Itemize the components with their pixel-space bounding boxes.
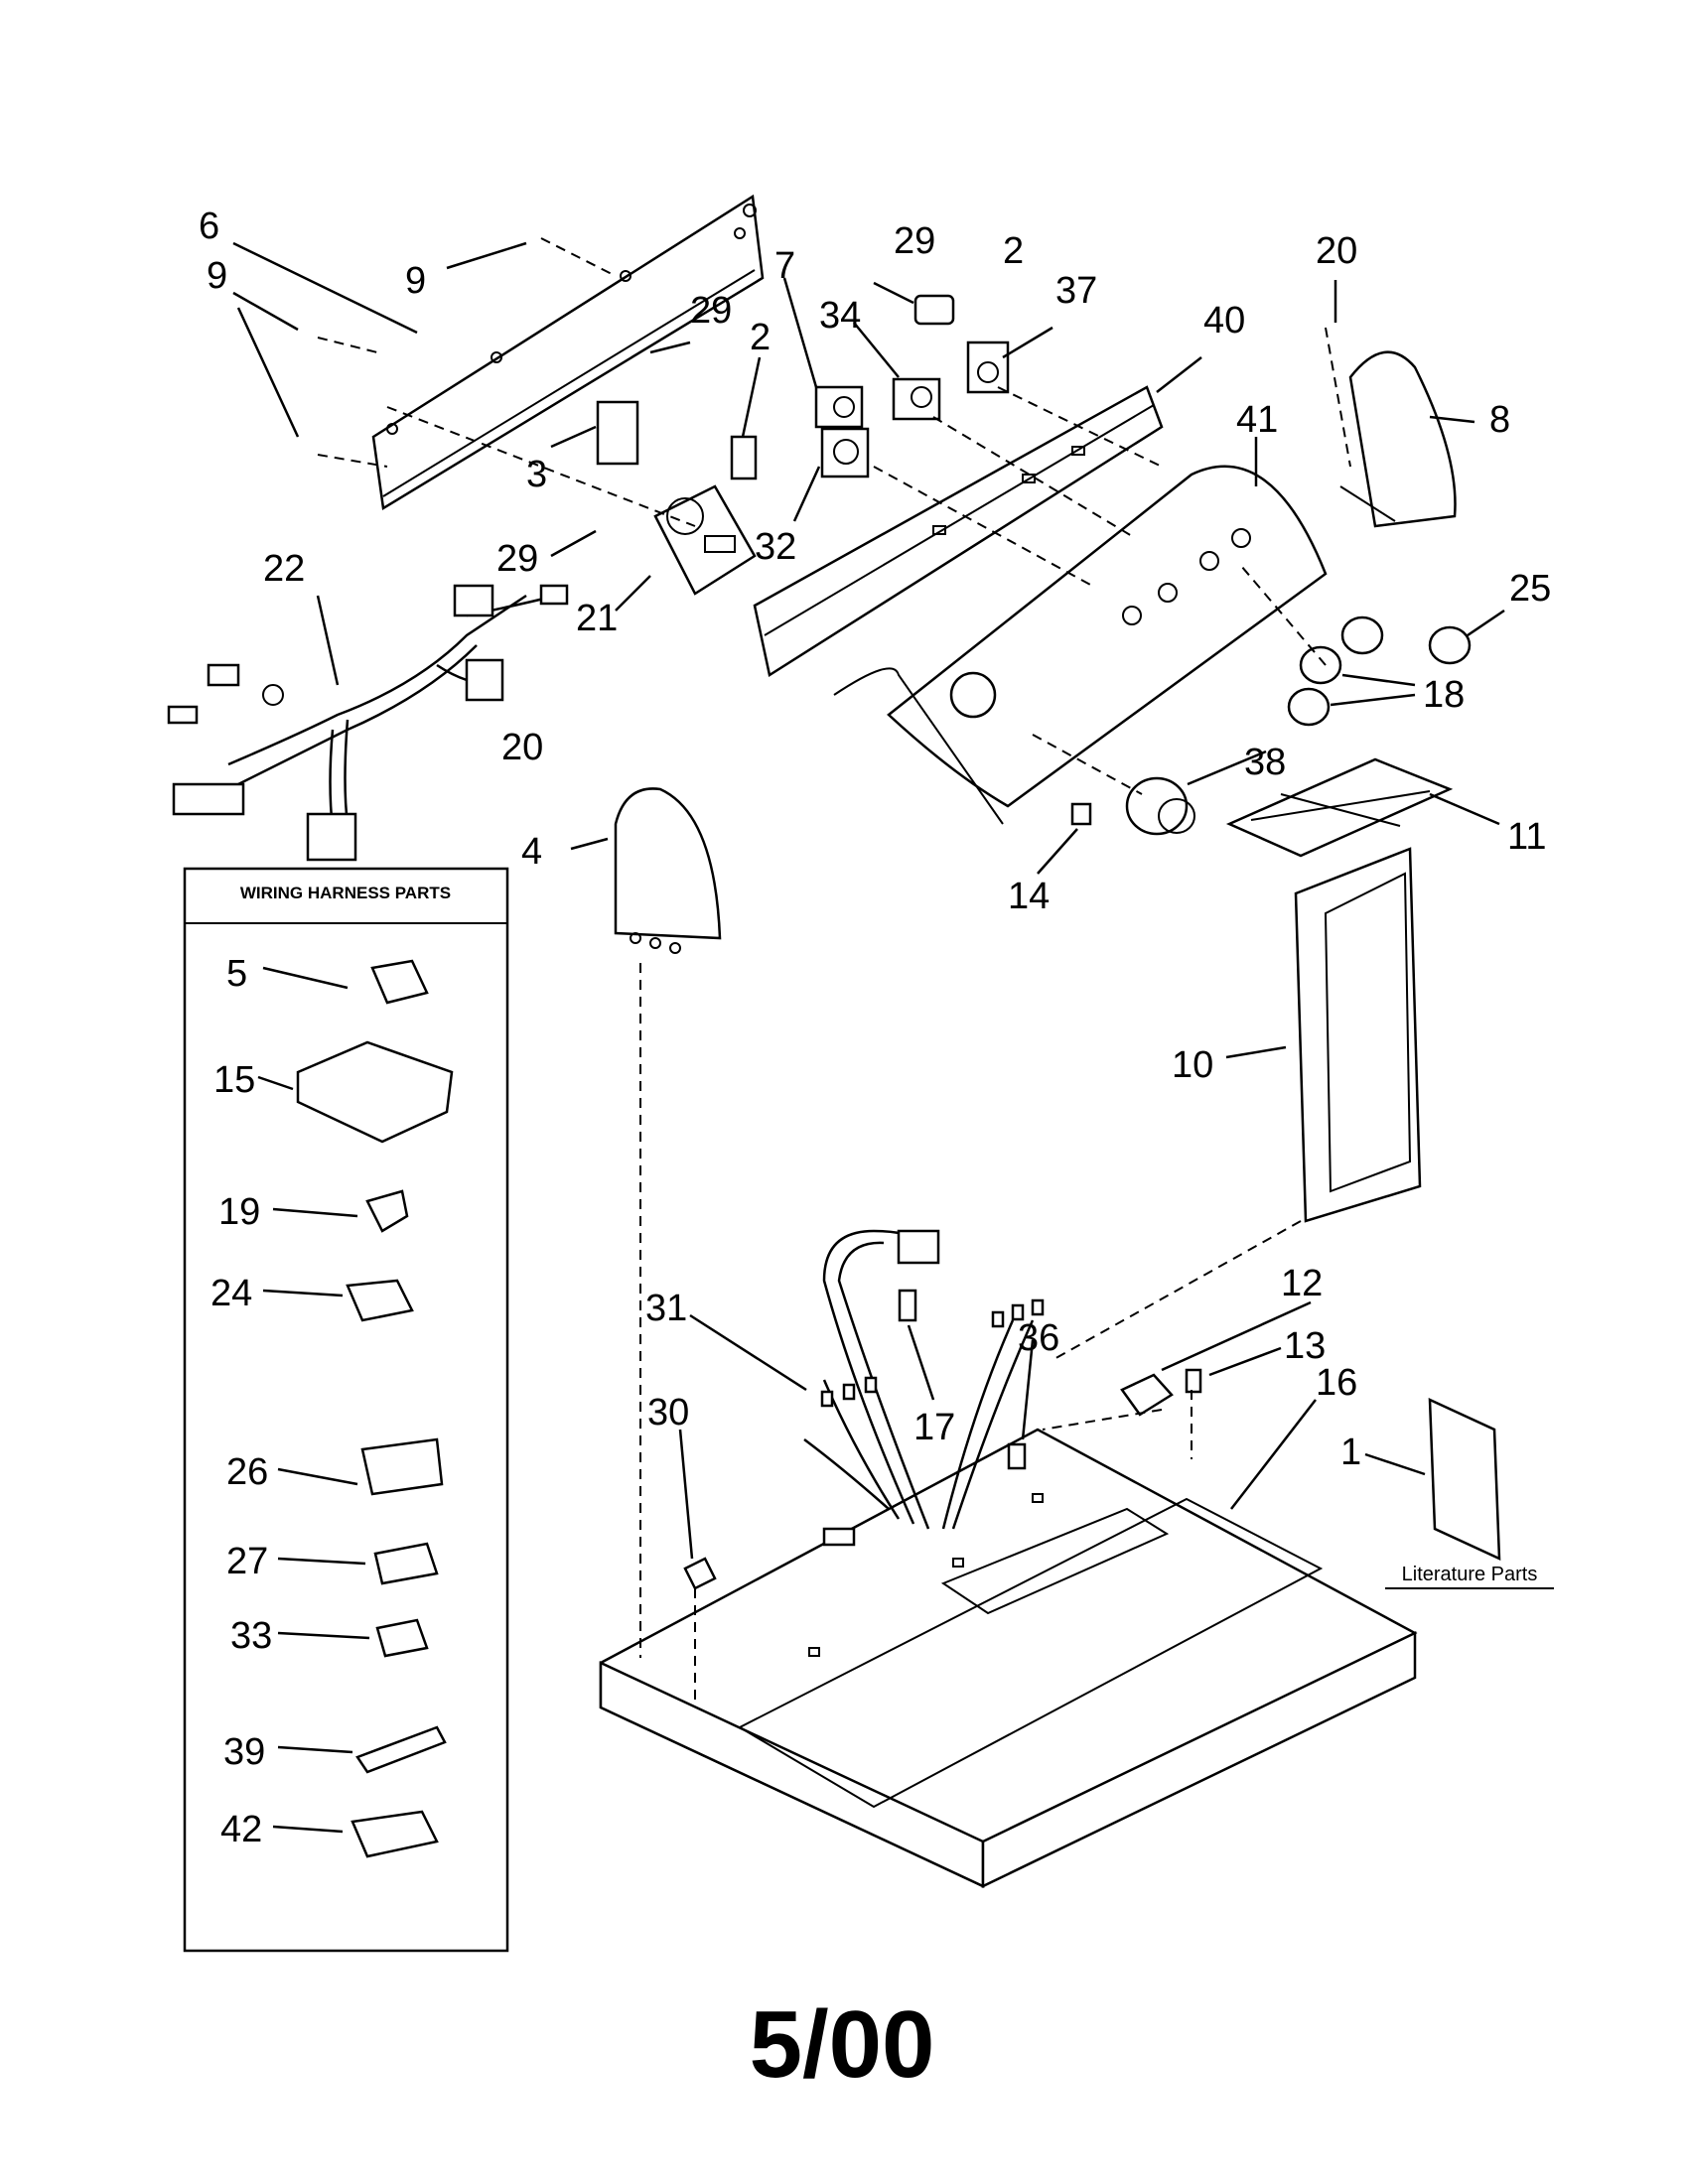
callout-7: 7 [774,245,795,287]
callout-15: 15 [213,1059,255,1101]
callout-37: 37 [1055,270,1097,312]
callout-3: 3 [526,454,547,495]
literature-label: Literature Parts [1402,1564,1538,1585]
part-18-knobs [1287,615,1384,727]
part-33-connector [375,1618,429,1658]
part-4-endcap [614,787,722,954]
callout-31: 31 [645,1288,687,1329]
callout-40: 40 [1203,300,1245,341]
part-1-literature [1428,1398,1501,1561]
part-31-wire-bundle [803,1229,1045,1547]
callout-6: 6 [199,205,219,247]
part-5-connector [370,959,429,1005]
callout-20: 20 [501,727,543,768]
callout-29: 29 [690,290,732,332]
callout-26: 26 [226,1451,268,1493]
part-30-clip [683,1557,717,1590]
callout-13: 13 [1284,1325,1326,1367]
part-25-knob [1428,625,1472,665]
part-38-knob [1125,776,1195,836]
callout-2: 2 [750,317,771,358]
part-32-switch [820,427,870,478]
callout-33: 33 [230,1615,272,1657]
part-19-clip [365,1189,409,1233]
part-42-connector [351,1810,439,1858]
callout-18: 18 [1423,674,1465,716]
part-39-terminal [355,1725,447,1774]
part-26-connector [360,1437,444,1496]
part-40-bracket [753,385,1164,678]
part-36-screw [1007,1442,1027,1470]
assembly-lines [317,237,1351,1707]
part-2-switch-top [913,294,955,326]
callout-25: 25 [1509,568,1551,610]
part-37-switch [966,341,1010,394]
callout-16: 16 [1316,1362,1357,1404]
callout-36: 36 [1018,1317,1059,1359]
part-41-console [833,465,1328,825]
leader-arrows [232,241,1505,1560]
callout-32: 32 [755,526,796,568]
callout-14: 14 [1008,876,1050,917]
callout-42: 42 [220,1809,262,1850]
part-12-clip [1120,1373,1174,1417]
callout-4: 4 [521,831,542,873]
part-3-bracket [596,400,639,466]
wiring-harness-box [183,867,509,1953]
callout-1: 1 [1340,1432,1361,1473]
part-27-connector [373,1542,439,1585]
callout-5: 5 [226,953,247,995]
part-17-screw [898,1289,917,1322]
part-14-screw [1070,802,1092,826]
callout-30: 30 [647,1392,689,1433]
callout-29: 29 [496,538,538,580]
callout-2: 2 [1003,230,1024,272]
callout-20: 20 [1316,230,1357,272]
callout-22: 22 [263,548,305,590]
callout-9: 9 [207,255,227,297]
part-22-harness [167,584,569,862]
callout-labels: 6 9 9 29 2 7 34 37 20 40 41 8 29 2 3 29 … [199,205,1551,1850]
part-7-switch [814,385,864,429]
callout-34: 34 [819,295,861,337]
part-16-top-panel [599,1428,1418,1888]
callout-21: 21 [576,598,618,639]
callout-39: 39 [223,1731,265,1773]
part-11-lint-screen [1225,757,1454,858]
callout-9: 9 [405,260,426,302]
part-13-screw [1185,1368,1202,1394]
callout-17: 17 [913,1407,955,1448]
callout-27: 27 [226,1541,268,1582]
part-8-endcap [1339,350,1457,528]
callout-24: 24 [210,1273,252,1314]
part-24-clip [346,1279,414,1322]
part-2-switch-mid [730,435,758,480]
callout-10: 10 [1172,1044,1213,1086]
callout-8: 8 [1489,399,1510,441]
part-15-connector [296,1040,454,1144]
callout-38: 38 [1244,742,1286,783]
callout-41: 41 [1236,399,1278,441]
callout-12: 12 [1281,1263,1323,1304]
part-21-timer [653,484,757,596]
page-date: 5/00 [749,1991,935,2098]
callout-29: 29 [894,220,935,262]
callout-11: 11 [1507,816,1546,858]
part-34-switch [892,377,941,421]
part-10-duct [1294,847,1422,1223]
callout-19: 19 [218,1191,260,1233]
part-6-panel [371,194,765,511]
wiring-box-title: WIRING HARNESS PARTS [240,884,451,902]
